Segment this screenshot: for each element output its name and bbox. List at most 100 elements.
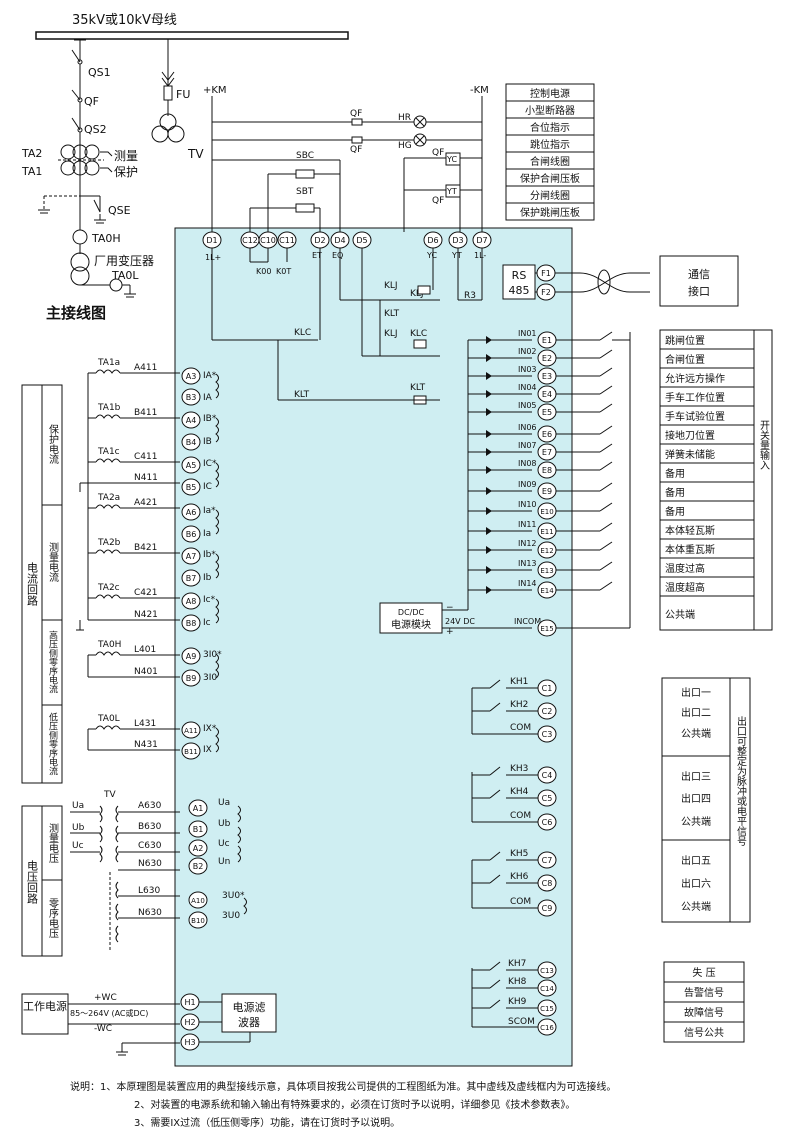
terminal-label: B8 (186, 619, 197, 628)
input-label: 温度超高 (665, 581, 705, 594)
terminal-label: C12 (242, 236, 258, 245)
output-label: 公共端 (681, 900, 711, 913)
rs485-line1: RS (512, 269, 527, 282)
input-label: Ia (203, 529, 211, 539)
relay-label: KLT (294, 390, 310, 400)
terminal-label: D7 (476, 236, 487, 245)
qf-label: QF (84, 95, 99, 108)
signal-label: 故障信号 (684, 1006, 724, 1019)
comm-label-2: 接口 (688, 285, 710, 298)
input-label: 3U0* (222, 891, 245, 901)
main-one-line-diagram: 35kV或10kV母线 QS1 QF QS2 TA2 TA1 测量 保护 QSE (21, 13, 349, 322)
terminal-label: E5 (542, 408, 552, 417)
input-label: 合闸位置 (665, 353, 705, 366)
terminal-label: C14 (540, 985, 554, 993)
relay-label: KLC (294, 328, 311, 338)
relay-label: KH3 (510, 764, 528, 774)
terminal-label: H2 (184, 1018, 195, 1027)
terminal-label: E11 (540, 528, 553, 536)
note-line: 3、需要IX过流（低压侧零序）功能，请在订货时予以说明。 (134, 1116, 400, 1129)
terminal-label: E9 (542, 487, 552, 496)
wire-label: C421 (134, 588, 157, 598)
input-label: 备用 (665, 505, 685, 518)
terminal-label: F1 (541, 269, 551, 278)
input-label: IA* (203, 371, 217, 381)
relay-label: COM (510, 723, 531, 733)
input-code: IN13 (518, 559, 537, 568)
legend-item: 跳位指示 (530, 138, 570, 151)
ct-label: TA1c (97, 447, 120, 457)
input-code: IN06 (518, 423, 537, 432)
terminal-label: A3 (186, 372, 197, 381)
measure-label: 测量 (114, 149, 138, 163)
terminal-label: C10 (260, 236, 276, 245)
input-label: Un (218, 857, 230, 867)
top-legend: 控制电源 小型断路器 合位指示 跳位指示 合闸线圈 保护合闸压板 分闸线圈 保护… (505, 83, 595, 221)
input-label: 3U0 (222, 911, 240, 921)
legend-item: 控制电源 (530, 87, 570, 100)
terminal-label: A7 (186, 552, 197, 561)
internal-relay-wiring: KLJ KLJ KLT KLJ KLC KLC KLT KLT R3 (211, 248, 483, 405)
terminal-label: C16 (540, 1024, 554, 1032)
terminal-label: C7 (542, 856, 553, 865)
input-label: Ic (203, 618, 211, 628)
terminal-label: B1 (193, 825, 204, 834)
wire-label: C630 (138, 841, 162, 851)
ta0l-label: TA0L (111, 269, 139, 282)
input-label: IC (203, 482, 212, 492)
output-label: 出口五 (681, 854, 711, 867)
input-label: IX (203, 745, 212, 755)
filter-label-2: 波器 (238, 1016, 260, 1029)
tv-label: TV (103, 790, 116, 800)
sbt-label: SBT (296, 187, 314, 197)
legend-item: 保护合闸压板 (520, 172, 580, 185)
legend-item: 保护跳闸压板 (520, 206, 580, 219)
power-minus: -WC (94, 1024, 112, 1034)
hr-label: HR (398, 113, 411, 123)
wire-label: A411 (134, 363, 157, 373)
output-label: 出口一 (681, 686, 711, 699)
yt-label: YT (446, 187, 457, 196)
comm-label-1: 通信 (688, 268, 710, 281)
voltage-subgroup-label: 零序电压 (47, 898, 59, 939)
ct-label: TA1b (97, 403, 121, 413)
current-subgroup-label: 低压侧零序电流 (47, 711, 58, 776)
note-line: 说明：1、本原理图是装置应用的典型接线示意，具体项目按我公司提供的工程图纸为准。… (70, 1080, 616, 1093)
output-label: 出口三 (681, 770, 711, 783)
wire-label: L431 (134, 719, 156, 729)
terminal-label: C15 (540, 1005, 554, 1013)
ta2-label: TA2 (21, 147, 42, 160)
terminal-name: EQ (332, 251, 343, 260)
relay-label: COM (510, 811, 531, 821)
ct-label: TA1a (97, 358, 120, 368)
input-code: IN10 (518, 500, 537, 509)
input-label: Uc (218, 839, 230, 849)
ct-label: TA2b (97, 538, 121, 548)
terminal-label: B11 (184, 748, 198, 756)
terminal-label: D2 (314, 236, 325, 245)
terminal-label: H3 (184, 1038, 195, 1047)
terminal-label: B3 (186, 393, 197, 402)
terminal-label: D6 (427, 236, 438, 245)
current-subgroup-label: 测量电流 (47, 541, 59, 583)
power-plus: +WC (94, 993, 117, 1003)
terminal-label: A6 (186, 508, 197, 517)
relay-label: KLT (384, 309, 400, 319)
wire-label: N401 (134, 667, 158, 677)
input-code: IN05 (518, 401, 537, 410)
input-code: IN03 (518, 365, 537, 374)
input-code: IN08 (518, 459, 537, 468)
relay-label: R3 (464, 291, 476, 301)
qf-hr: QF (350, 109, 362, 119)
wire-label: A630 (138, 801, 162, 811)
input-label: 允许远方操作 (665, 372, 725, 385)
input-label: IA (203, 393, 213, 403)
terminal-label: E15 (540, 625, 553, 633)
protect-label: 保护 (114, 165, 138, 179)
terminal-label: F2 (541, 288, 551, 297)
terminal-label: C8 (542, 879, 553, 888)
rs485-line2: 485 (509, 284, 530, 297)
terminal-label: E12 (540, 547, 553, 555)
terminal-label: C1 (542, 684, 553, 693)
wire-label: B421 (134, 543, 157, 553)
